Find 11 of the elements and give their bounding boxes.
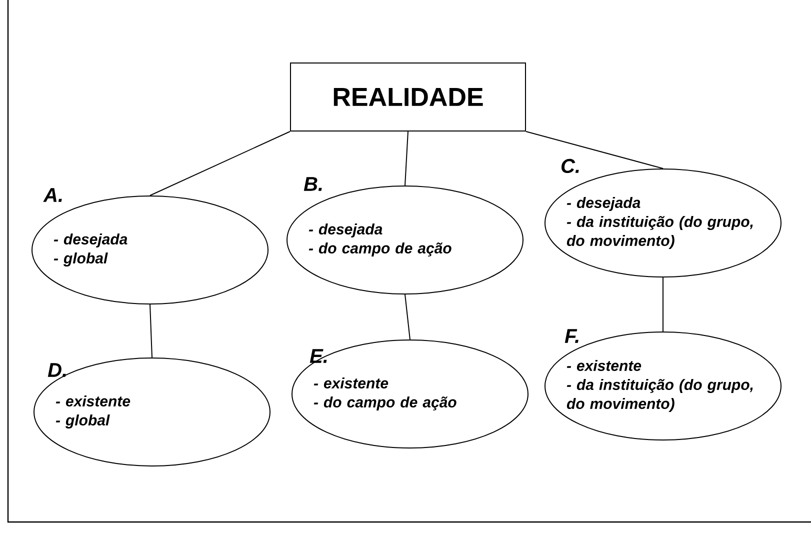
- connector-line: [404, 294, 410, 340]
- connector-line: [150, 304, 152, 358]
- letter-label: F.: [564, 329, 578, 343]
- connector-line: [526, 131, 664, 169]
- connector-line: [662, 276, 664, 332]
- letter-label: A.: [43, 188, 62, 202]
- letter-label: E.: [310, 349, 327, 363]
- connector-line: [150, 131, 290, 196]
- letter-label: D.: [48, 363, 66, 377]
- title-box: REALIDADE: [290, 62, 526, 132]
- connector-line: [404, 131, 408, 186]
